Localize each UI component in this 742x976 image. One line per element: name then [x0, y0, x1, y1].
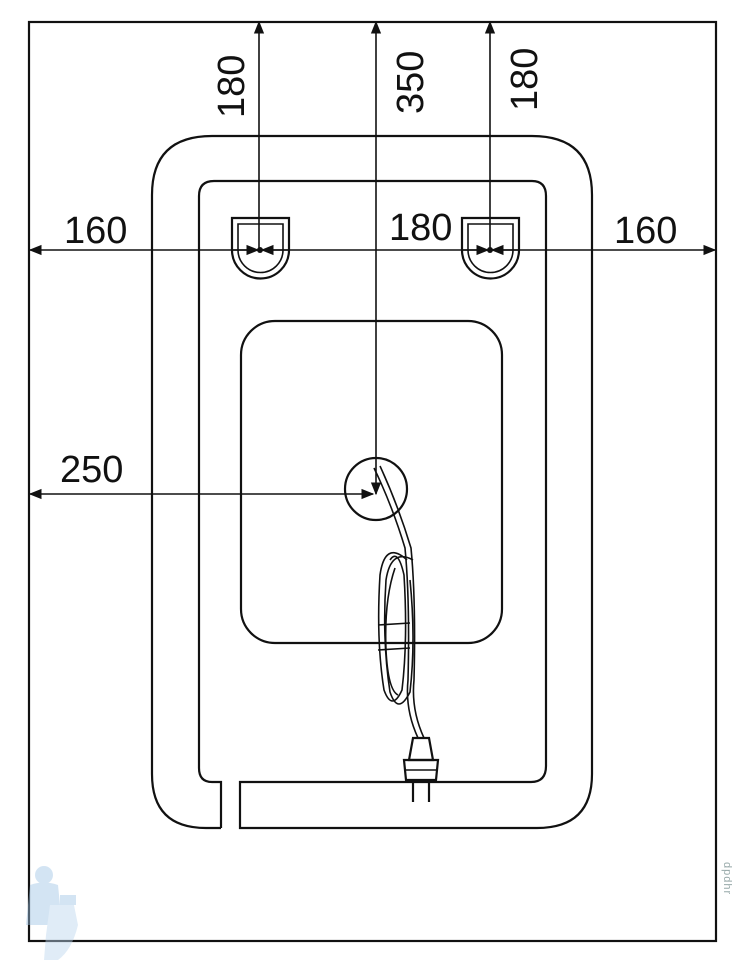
center-panel: [239, 319, 504, 645]
mounting-hole-left: [230, 216, 291, 280]
dim-center-height: 350: [390, 51, 432, 114]
mirror-inner-frame: [197, 179, 548, 784]
dim-hole-spacing: 180: [389, 207, 452, 249]
wall-outline: [27, 20, 718, 943]
euro-plug-icon: [402, 736, 440, 802]
plumber-mascot-icon: [26, 866, 78, 960]
watermark-text: dpdhr: [721, 862, 733, 896]
dim-right-hole-height: 180: [504, 48, 546, 111]
dim-right-offset: 160: [614, 210, 677, 252]
dim-cable-offset: 250: [60, 449, 123, 491]
mirror-outer-frame: [150, 134, 594, 830]
dim-left-hole-height: 180: [211, 55, 253, 118]
dim-left-offset: 160: [64, 210, 127, 252]
cable-outlet: [343, 456, 409, 522]
power-cable: [373, 465, 425, 739]
